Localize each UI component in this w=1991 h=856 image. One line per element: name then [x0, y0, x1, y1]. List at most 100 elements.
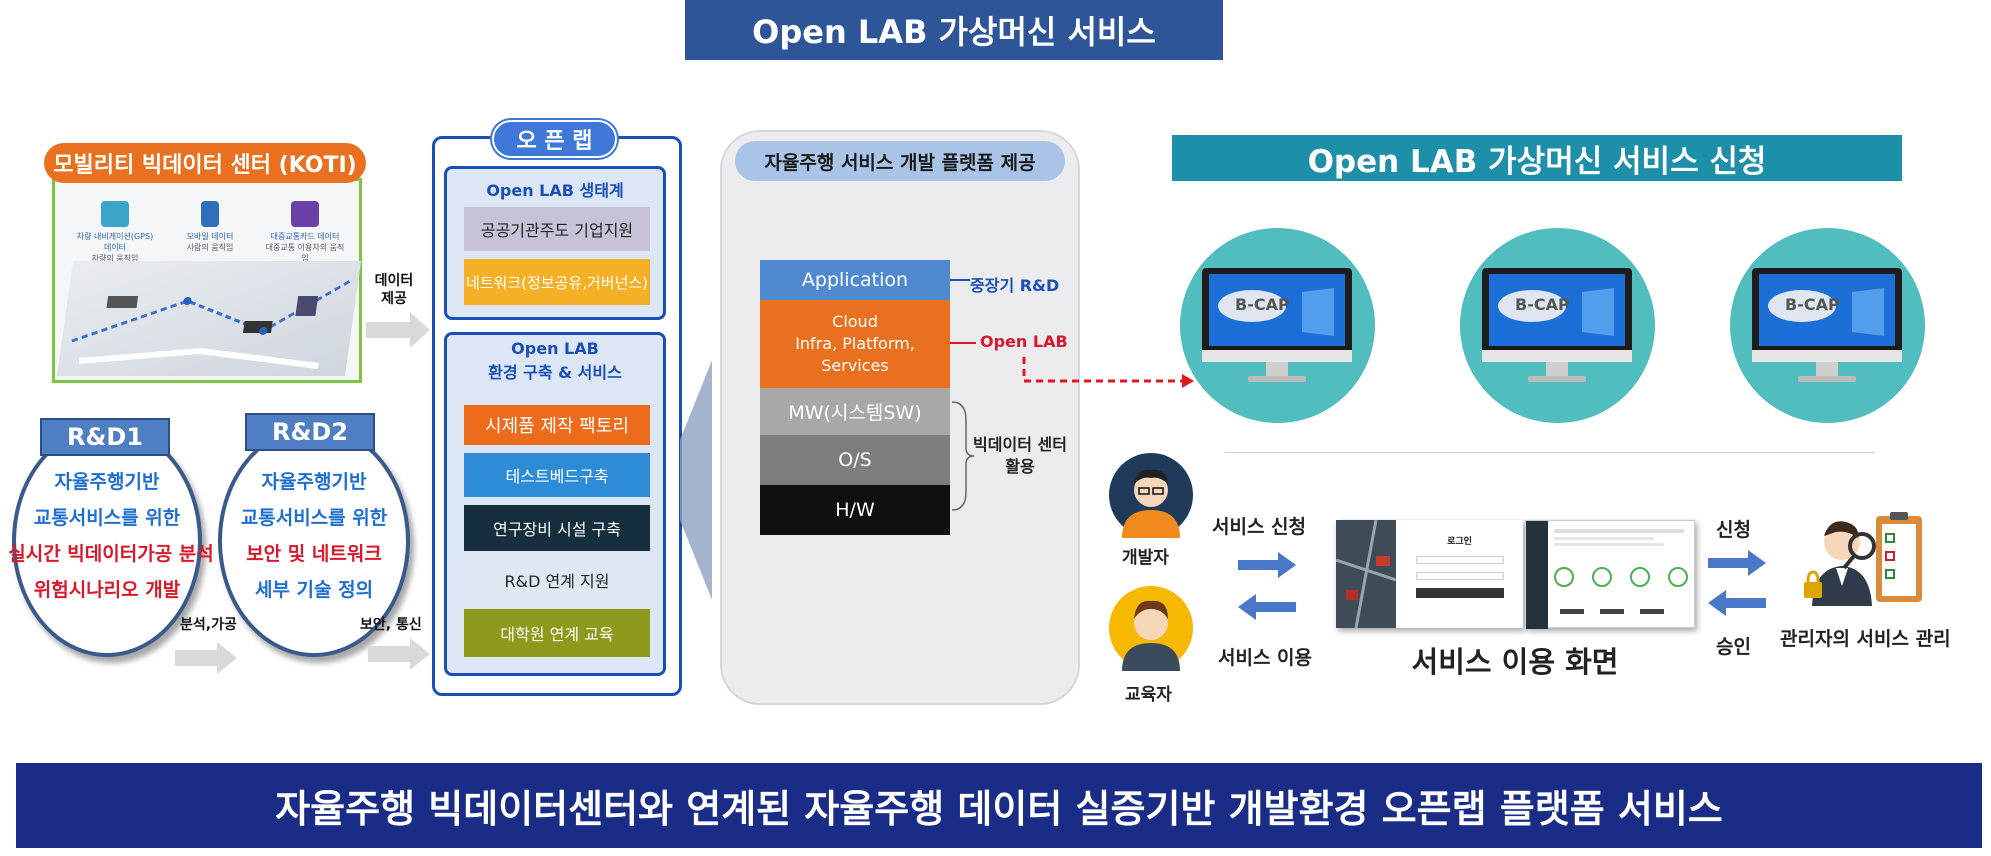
openlab-side-label: Open LAB	[980, 332, 1068, 351]
dashboard-text	[1554, 543, 1664, 546]
monitor-icon	[1482, 268, 1632, 382]
bcap-logo: B-CAP	[1235, 295, 1290, 314]
educator-avatar-icon	[1109, 586, 1193, 671]
ecosystem-item: 네트워크(정보공유,거버넌스)	[464, 259, 650, 305]
environment-item: 테스트베드구축	[464, 453, 650, 497]
monitor-icon	[1202, 268, 1352, 382]
rd1-line: 교통서비스를 위한	[33, 507, 181, 529]
bigdata-label: 빅데이터 센터 활용	[973, 435, 1067, 476]
educator-label: 교육자	[1125, 685, 1172, 705]
gps-icon	[101, 201, 129, 227]
koti-card-desc: 사람의 움직임	[186, 243, 234, 252]
login-pw-field	[1416, 572, 1504, 580]
rd2-line: 세부 기술 정의	[254, 579, 374, 601]
security-arrow	[368, 638, 430, 670]
koti-card-transit: 대중교통카드 데이터 대중교통 이용자의 움직임	[265, 201, 345, 264]
dashboard-button	[1560, 609, 1584, 614]
bottom-banner: 자율주행 빅데이터센터와 연계된 자율주행 데이터 실증기반 개발환경 오픈랩 …	[16, 763, 1982, 848]
developer-label: 개발자	[1122, 548, 1169, 568]
rd1-tag: R&D1	[40, 418, 170, 456]
environment-item: 시제품 제작 팩토리	[464, 405, 650, 445]
environment-item: 대학원 연계 교육	[464, 609, 650, 657]
vm-pc-2: B-CAP	[1460, 228, 1655, 423]
login-panel: 로그인	[1396, 520, 1523, 628]
rd2-line: 자율주행기반	[261, 471, 367, 493]
developer-avatar-icon	[1109, 453, 1193, 538]
dashboard-header	[1554, 529, 1684, 533]
platform-title: 자율주행 서비스 개발 플렛폼 제공	[735, 141, 1065, 181]
monitor-icon	[1752, 268, 1902, 382]
rd1-line: 자율주행기반	[54, 471, 160, 493]
admin-label: 관리자의 서비스 관리	[1780, 628, 1951, 650]
rd2-tag: R&D2	[245, 413, 375, 451]
divider	[1225, 452, 1875, 453]
rd1-line: 위험시나리오 개발	[33, 579, 181, 601]
koti-card-mobile: 모바일 데이터 사람의 움직임	[170, 201, 250, 264]
vm-pc-1: B-CAP	[1180, 228, 1375, 423]
layer-os: O/S	[760, 435, 950, 485]
openlab-environment-box: Open LAB 환경 구축 & 서비스 시제품 제작 팩토리 테스트베드구축 …	[444, 332, 666, 676]
screen-caption: 서비스 이용 화면	[1411, 645, 1619, 679]
koti-card-desc: 대중교통 이용자의 움직임	[265, 243, 345, 263]
koti-card-title: 차량 내비게이션(GPS) 데이터	[76, 232, 154, 252]
koti-card-gps: 차량 내비게이션(GPS) 데이터 차량의 움직임	[75, 201, 155, 264]
service-use-arrow	[1238, 594, 1296, 620]
service-request-arrow	[1238, 552, 1296, 578]
layer-middleware: MW(시스템SW)	[760, 388, 950, 435]
page-title: Open LAB 가상머신 서비스	[685, 0, 1223, 60]
dashboard-text	[1554, 537, 1654, 540]
bigdata-bracket	[951, 401, 975, 511]
login-id-field	[1416, 556, 1504, 564]
data-provide-arrow	[366, 312, 430, 348]
security-label: 보안, 통신	[360, 617, 422, 633]
connector-wedge	[680, 360, 712, 600]
koti-title: 모빌리티 빅데이터 센터 (KOTI)	[44, 143, 366, 183]
environment-item: R&D 연계 지원	[464, 557, 650, 603]
rnd-connector	[950, 279, 970, 281]
layer-application: Application	[760, 260, 950, 300]
environment-title-1: Open LAB	[511, 339, 599, 358]
city-map-illustration	[56, 261, 362, 376]
data-provide-label: 데이터 제공	[374, 273, 414, 307]
dashboard-button	[1600, 609, 1624, 614]
analysis-arrow	[175, 642, 237, 674]
openlab-ecosystem-box: Open LAB 생태계 공공기관주도 기업지원 네트워크(정보공유,거버넌스)	[444, 166, 666, 320]
service-request-label: 서비스 신청	[1212, 516, 1307, 538]
ecosystem-item: 공공기관주도 기업지원	[464, 207, 650, 251]
openlab-tag: 오 픈 랩	[492, 120, 617, 158]
dashboard-screenshot	[1525, 520, 1695, 629]
dashboard-button	[1640, 609, 1664, 614]
dashboard-status-icons	[1554, 567, 1688, 587]
openlab-to-vm-arrow	[1022, 357, 1194, 388]
environment-title-2: 환경 구축 & 서비스	[488, 363, 622, 382]
koti-card-title: 모바일 데이터	[186, 232, 234, 241]
layer-hw: H/W	[760, 485, 950, 535]
dashboard-sidebar	[1526, 521, 1548, 629]
rd2-line: 보안 및 네트워크	[246, 543, 382, 565]
koti-card-title: 대중교통카드 데이터	[270, 232, 340, 241]
bcap-logo: B-CAP	[1785, 295, 1840, 314]
approve-arrow	[1708, 590, 1766, 616]
card-icon	[291, 201, 319, 227]
koti-panel: 차량 내비게이션(GPS) 데이터 차량의 움직임 모바일 데이터 사람의 움직…	[52, 178, 362, 383]
mobile-icon	[201, 201, 219, 227]
apply-title: Open LAB 가상머신 서비스 신청	[1172, 135, 1902, 181]
rd1-line: 실시간 빅데이터가공 분석	[8, 543, 214, 565]
rd2-oval: 자율주행기반 교통서비스를 위한 보안 및 네트워크 세부 기술 정의	[218, 425, 410, 657]
environment-item: 연구장비 시설 구축	[464, 505, 650, 551]
login-screenshot: 로그인	[1336, 520, 1523, 628]
login-submit	[1416, 588, 1504, 598]
rd1-oval: 자율주행기반 교통서비스를 위한 실시간 빅데이터가공 분석 위험시나리오 개발	[8, 425, 214, 657]
openlab-connector	[950, 342, 976, 344]
admin-illustration-icon	[1804, 512, 1922, 606]
vm-pc-3: B-CAP	[1730, 228, 1925, 423]
analysis-label: 분석,가공	[180, 617, 237, 633]
rnd-label: 중장기 R&D	[970, 276, 1060, 295]
rd2-line: 교통서비스를 위한	[240, 507, 388, 529]
request-label: 신청	[1716, 519, 1751, 541]
service-use-label: 서비스 이용	[1218, 647, 1313, 669]
bcap-logo: B-CAP	[1515, 295, 1570, 314]
koti-card-desc: 차량의 움직임	[91, 254, 139, 263]
road-image	[1336, 520, 1396, 628]
ecosystem-title: Open LAB 생태계	[486, 181, 624, 200]
